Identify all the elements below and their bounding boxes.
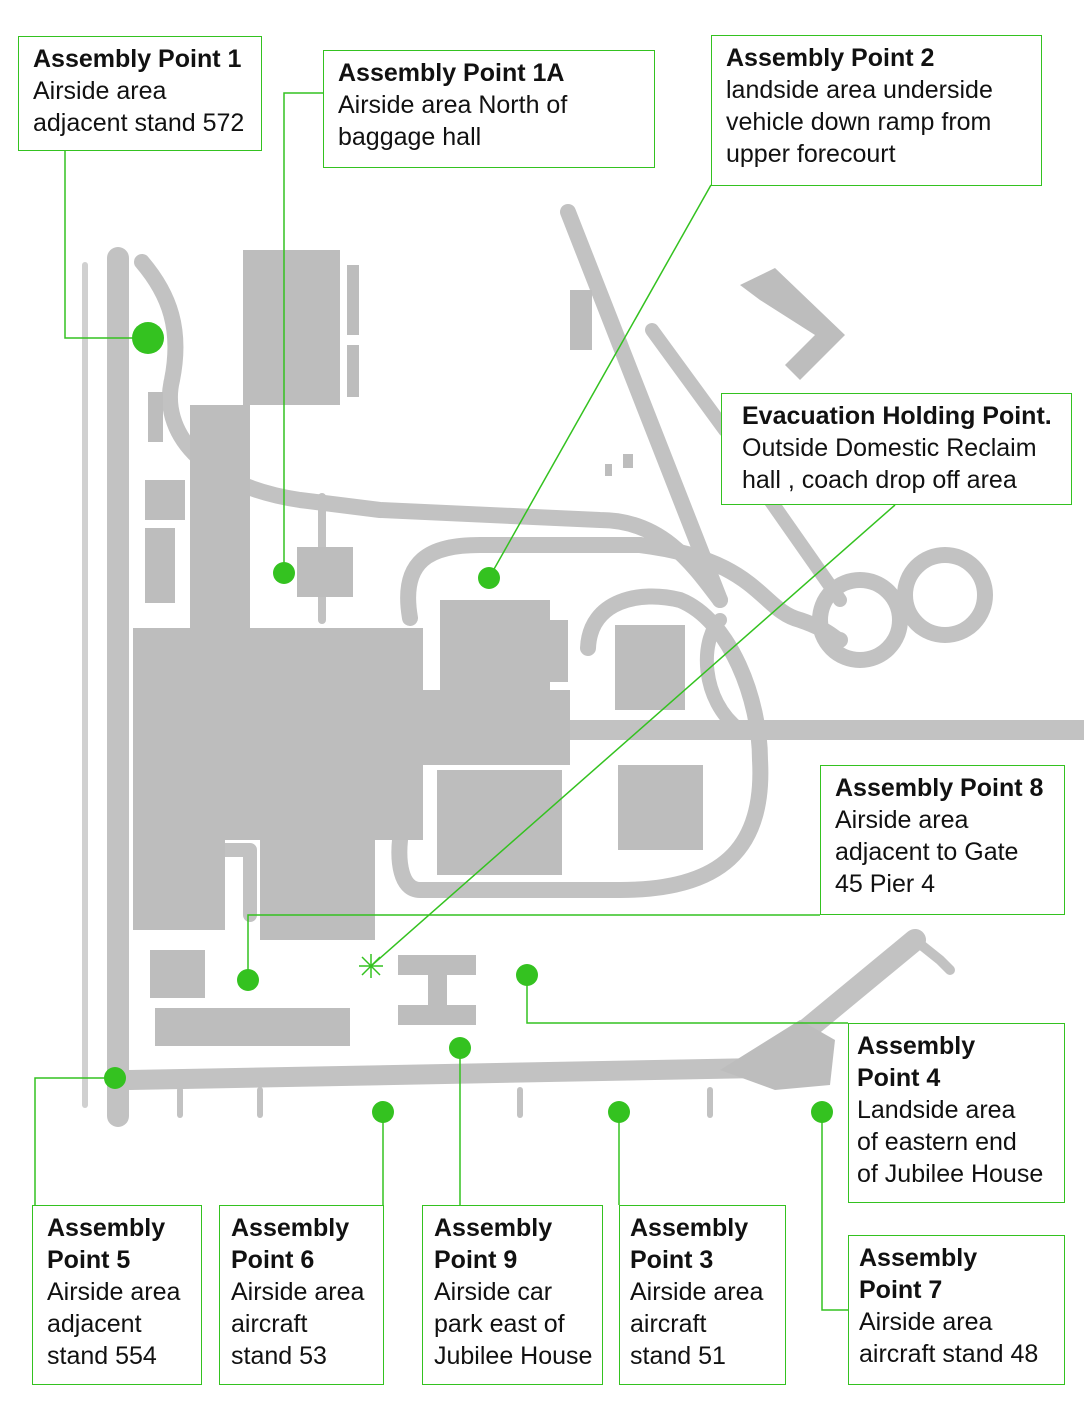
ehp-title: Evacuation Holding Point. [742, 402, 1052, 430]
assembly-point-6-label: Assembly Point 6 Airside area aircraft s… [219, 1205, 384, 1385]
spur-road [213, 843, 257, 922]
ap9-description: Airside car park east of Jubilee House [434, 1278, 593, 1370]
ap6-description: Airside area aircraft stand 53 [231, 1278, 365, 1370]
inner-loop-road [391, 588, 769, 898]
north-small-block-2 [347, 345, 359, 397]
north-connector [190, 405, 250, 635]
jubilee-house [720, 1020, 835, 1090]
assembly-point-8-label: Assembly Point 8 Airside area adjacent t… [820, 765, 1065, 915]
ap1-marker-icon [132, 322, 164, 354]
ap1-description: Airside area adjacent stand 572 [33, 77, 245, 137]
assembly-point-9-label: Assembly Point 9 Airside car park east o… [422, 1205, 603, 1385]
roads [82, 204, 1084, 1127]
ap3-title: Assembly Point 3 [630, 1214, 749, 1274]
ap6-title: Assembly Point 6 [231, 1214, 350, 1274]
terminal-mid [420, 690, 570, 765]
north-east-building [570, 290, 592, 350]
evacuation-holding-point-label: Evacuation Holding Point. Outside Domest… [721, 393, 1072, 505]
ap5-description: Airside area adjacent stand 554 [47, 1278, 181, 1370]
ap1-title: Assembly Point 1 [33, 45, 242, 73]
ap9-marker-icon [449, 1037, 471, 1059]
kiosk-1 [605, 464, 612, 476]
south-west-block-1 [150, 950, 205, 998]
ap3-description: Airside area aircraft stand 51 [630, 1278, 764, 1370]
ehp-leader [370, 504, 896, 967]
ap8-leader [247, 914, 820, 980]
north-small-block-1 [347, 265, 359, 335]
ap1a-leader [283, 92, 323, 573]
ap2-title: Assembly Point 2 [726, 44, 935, 72]
west-block-2 [145, 480, 185, 520]
ap3-marker-icon [608, 1101, 630, 1123]
ap7-description: Airside area aircraft stand 48 [859, 1308, 1039, 1368]
roundabout-east [897, 547, 993, 643]
north-east-complex [740, 268, 845, 380]
ap9-title: Assembly Point 9 [434, 1214, 553, 1274]
ap7-marker-icon [811, 1101, 833, 1123]
west-block-1 [148, 392, 163, 442]
ap2-leader [488, 184, 712, 579]
roundabout-west [812, 572, 908, 668]
leader-lines [34, 92, 896, 1311]
assembly-markers [104, 322, 833, 1123]
assembly-point-5-label: Assembly Point 5 Airside area adjacent s… [32, 1205, 202, 1385]
south-terminal-block [437, 770, 562, 875]
assembly-point-7-label: Assembly Point 7 Airside area aircraft s… [848, 1235, 1065, 1385]
road-to-roundabouts [763, 493, 847, 607]
ap6-marker-icon [372, 1101, 394, 1123]
east-block-1 [615, 625, 685, 710]
north-hangar [243, 250, 340, 405]
reclaim-block [297, 547, 353, 597]
ap1a-marker-icon [273, 562, 295, 584]
ap1a-description: Airside area North of baggage hall [338, 91, 568, 151]
ap4-title: Assembly Point 4 [857, 1032, 976, 1092]
ap2-description: landside area underside vehicle down ram… [726, 76, 993, 168]
apron-road [120, 1058, 770, 1090]
ehp-description: Outside Domestic Reclaim hall , coach dr… [742, 434, 1037, 494]
assembly-point-1-label: Assembly Point 1 Airside area adjacent s… [18, 36, 262, 151]
ap7-title: Assembly Point 7 [859, 1244, 978, 1304]
h-shaped-building [398, 955, 476, 1025]
assembly-point-1a-label: Assembly Point 1A Airside area North of … [323, 50, 655, 168]
buildings [133, 250, 845, 1090]
ap5-marker-icon [104, 1067, 126, 1089]
ap7-leader [821, 1112, 848, 1311]
ap2-marker-icon [478, 567, 500, 589]
east-block-2 [618, 765, 703, 850]
ap1a-title: Assembly Point 1A [338, 59, 565, 87]
assembly-point-4-label: Assembly Point 4 Landside area of easter… [848, 1023, 1065, 1203]
evacuation-holding-marker-icon [359, 954, 383, 978]
ap8-description: Airside area adjacent to Gate 45 Pier 4 [835, 806, 1019, 898]
east-curve-road [699, 613, 747, 737]
south-west-block-2 [155, 1008, 350, 1046]
ap1-leader [64, 150, 148, 339]
pier-hook [910, 935, 955, 975]
ap5-title: Assembly Point 5 [47, 1214, 166, 1274]
diagonal-road-north-2 [645, 323, 732, 437]
baggage-bump [540, 620, 568, 682]
kiosk-2 [623, 454, 633, 468]
ap8-title: Assembly Point 8 [835, 774, 1044, 802]
baggage-block [440, 600, 550, 695]
assembly-point-2-label: Assembly Point 2 landside area underside… [711, 35, 1042, 186]
terminal-west-ext [133, 830, 225, 930]
ap5-leader [34, 1077, 115, 1205]
assembly-point-3-label: Assembly Point 3 Airside area aircraft s… [619, 1205, 786, 1385]
terminal-main [133, 628, 423, 840]
terminal-south-ext [260, 830, 375, 940]
ap4-leader [526, 975, 848, 1024]
ap4-marker-icon [516, 964, 538, 986]
west-block-3 [145, 528, 175, 603]
ap8-marker-icon [237, 969, 259, 991]
ap4-description: Landside area of eastern end of Jubilee … [857, 1096, 1044, 1188]
diagonal-road-north [560, 204, 728, 608]
